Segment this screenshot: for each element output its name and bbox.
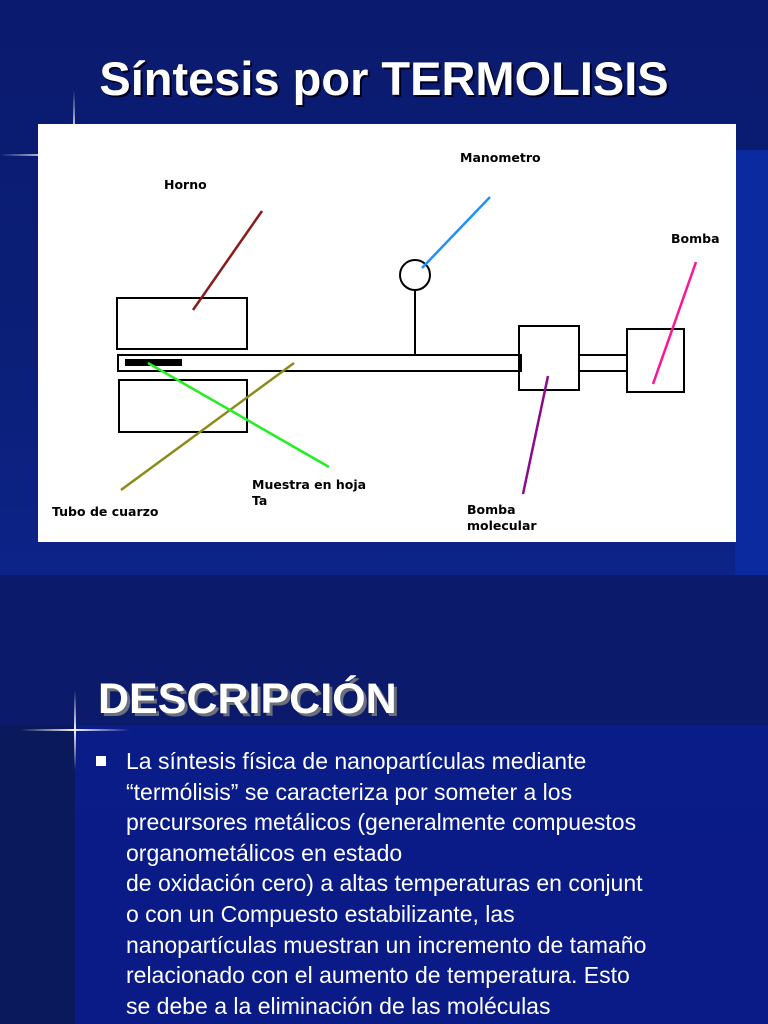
thermolysis-apparatus-diagram: Horno Manometro Bomba Tubo de cuarzo Mue… [38,124,736,542]
sample-foil [125,359,182,366]
label-tubo-de-cuarzo: Tubo de cuarzo [52,504,159,519]
pump-box [626,328,685,393]
quartz-tube [117,354,522,372]
description-paragraph: La síntesis física de nanopartículas med… [126,746,741,1021]
molecular-pump-box [518,325,580,391]
muestra-leader-line [147,361,330,469]
description-line: nanopartículas muestran un incremento de… [126,931,647,958]
bomba-molecular-leader-line [521,375,550,495]
bomba-leader-line [651,261,698,385]
tubo-leader-line [120,361,295,492]
bullet-square-icon [96,756,106,766]
description-line: “termólisis” se caracteriza por someter … [126,778,573,805]
label-bomba: Bomba [671,231,720,246]
background-accent-right [735,150,768,575]
label-muestra: Muestra en hoja Ta [252,477,367,508]
horno-leader-line [191,210,264,311]
description-line: La síntesis física de nanopartículas med… [126,748,587,774]
description-line: se debe a la eliminación de las molécula… [126,992,551,1019]
slide-title: Síntesis por TERMOLISIS [99,52,669,106]
description-line: relacionado con el aumento de temperatur… [126,962,630,989]
description-line: precursores metálicos (generalmente comp… [126,809,637,836]
furnace-bottom-block [118,379,248,433]
manometro-leader-line [421,196,491,269]
label-bomba-molecular: Bomba molecular [467,502,537,533]
sparkle-decoration [74,690,76,770]
background-band [0,575,768,725]
manometer-gauge [399,259,431,291]
label-horno: Horno [164,177,207,192]
label-manometro: Manometro [460,150,541,165]
background-accent-left [0,725,75,1024]
description-line: organometálicos en estado [126,839,403,866]
furnace-top-block [116,297,248,350]
background-bottom [0,725,768,1024]
tube-to-pump [578,354,628,372]
description-line: de oxidación cero) a altas temperaturas … [126,870,643,897]
description-line: o con un Compuesto estabilizante, las [126,900,515,927]
section-heading: DESCRIPCIÓN [98,674,397,723]
